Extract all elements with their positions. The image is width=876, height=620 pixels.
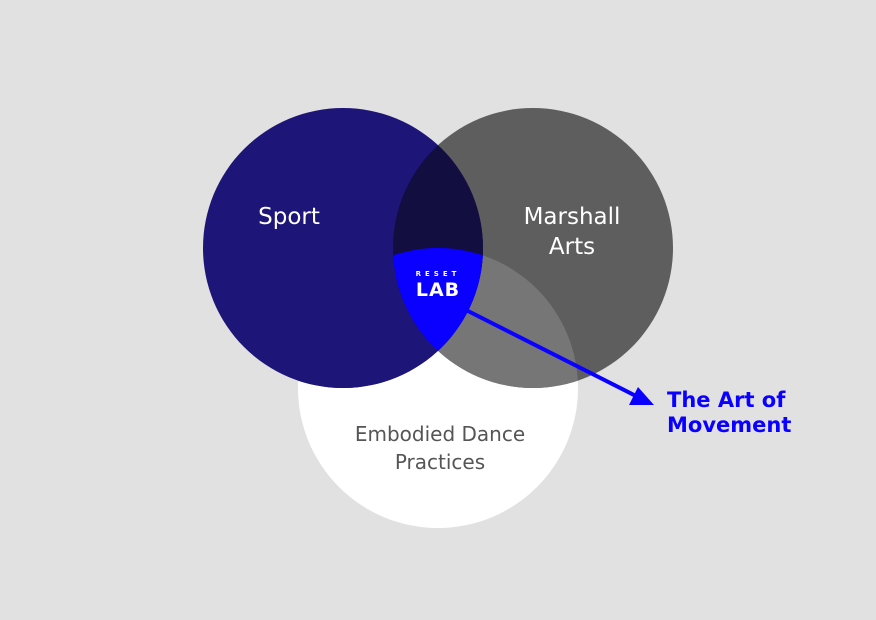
center-overlap-outer <box>393 248 483 388</box>
center-overlap <box>393 248 483 388</box>
callout-line1: The Art of <box>667 388 786 412</box>
callout-line2: Movement <box>667 413 792 437</box>
marshall-arts-label-line1: Marshall <box>523 204 621 230</box>
dance-label-line1: Embodied Dance <box>354 422 526 446</box>
marshall-arts-label-line2: Arts <box>548 234 596 260</box>
marshall-arts-label: Marshall Arts <box>492 202 652 262</box>
callout-text: The Art of Movement <box>667 388 837 438</box>
sport-label: Sport <box>229 202 349 232</box>
logo-small-text: RESET <box>415 270 461 278</box>
callout-arrowhead <box>629 387 654 405</box>
dance-label: Embodied Dance Practices <box>320 420 560 476</box>
dance-label-line2: Practices <box>394 450 486 474</box>
center-overlap-inner <box>393 248 483 388</box>
reset-lab-logo: RESET LAB <box>404 270 472 301</box>
callout-arrow-line <box>465 308 641 400</box>
sport-label-text: Sport <box>258 204 320 230</box>
logo-big-text: LAB <box>415 279 461 301</box>
